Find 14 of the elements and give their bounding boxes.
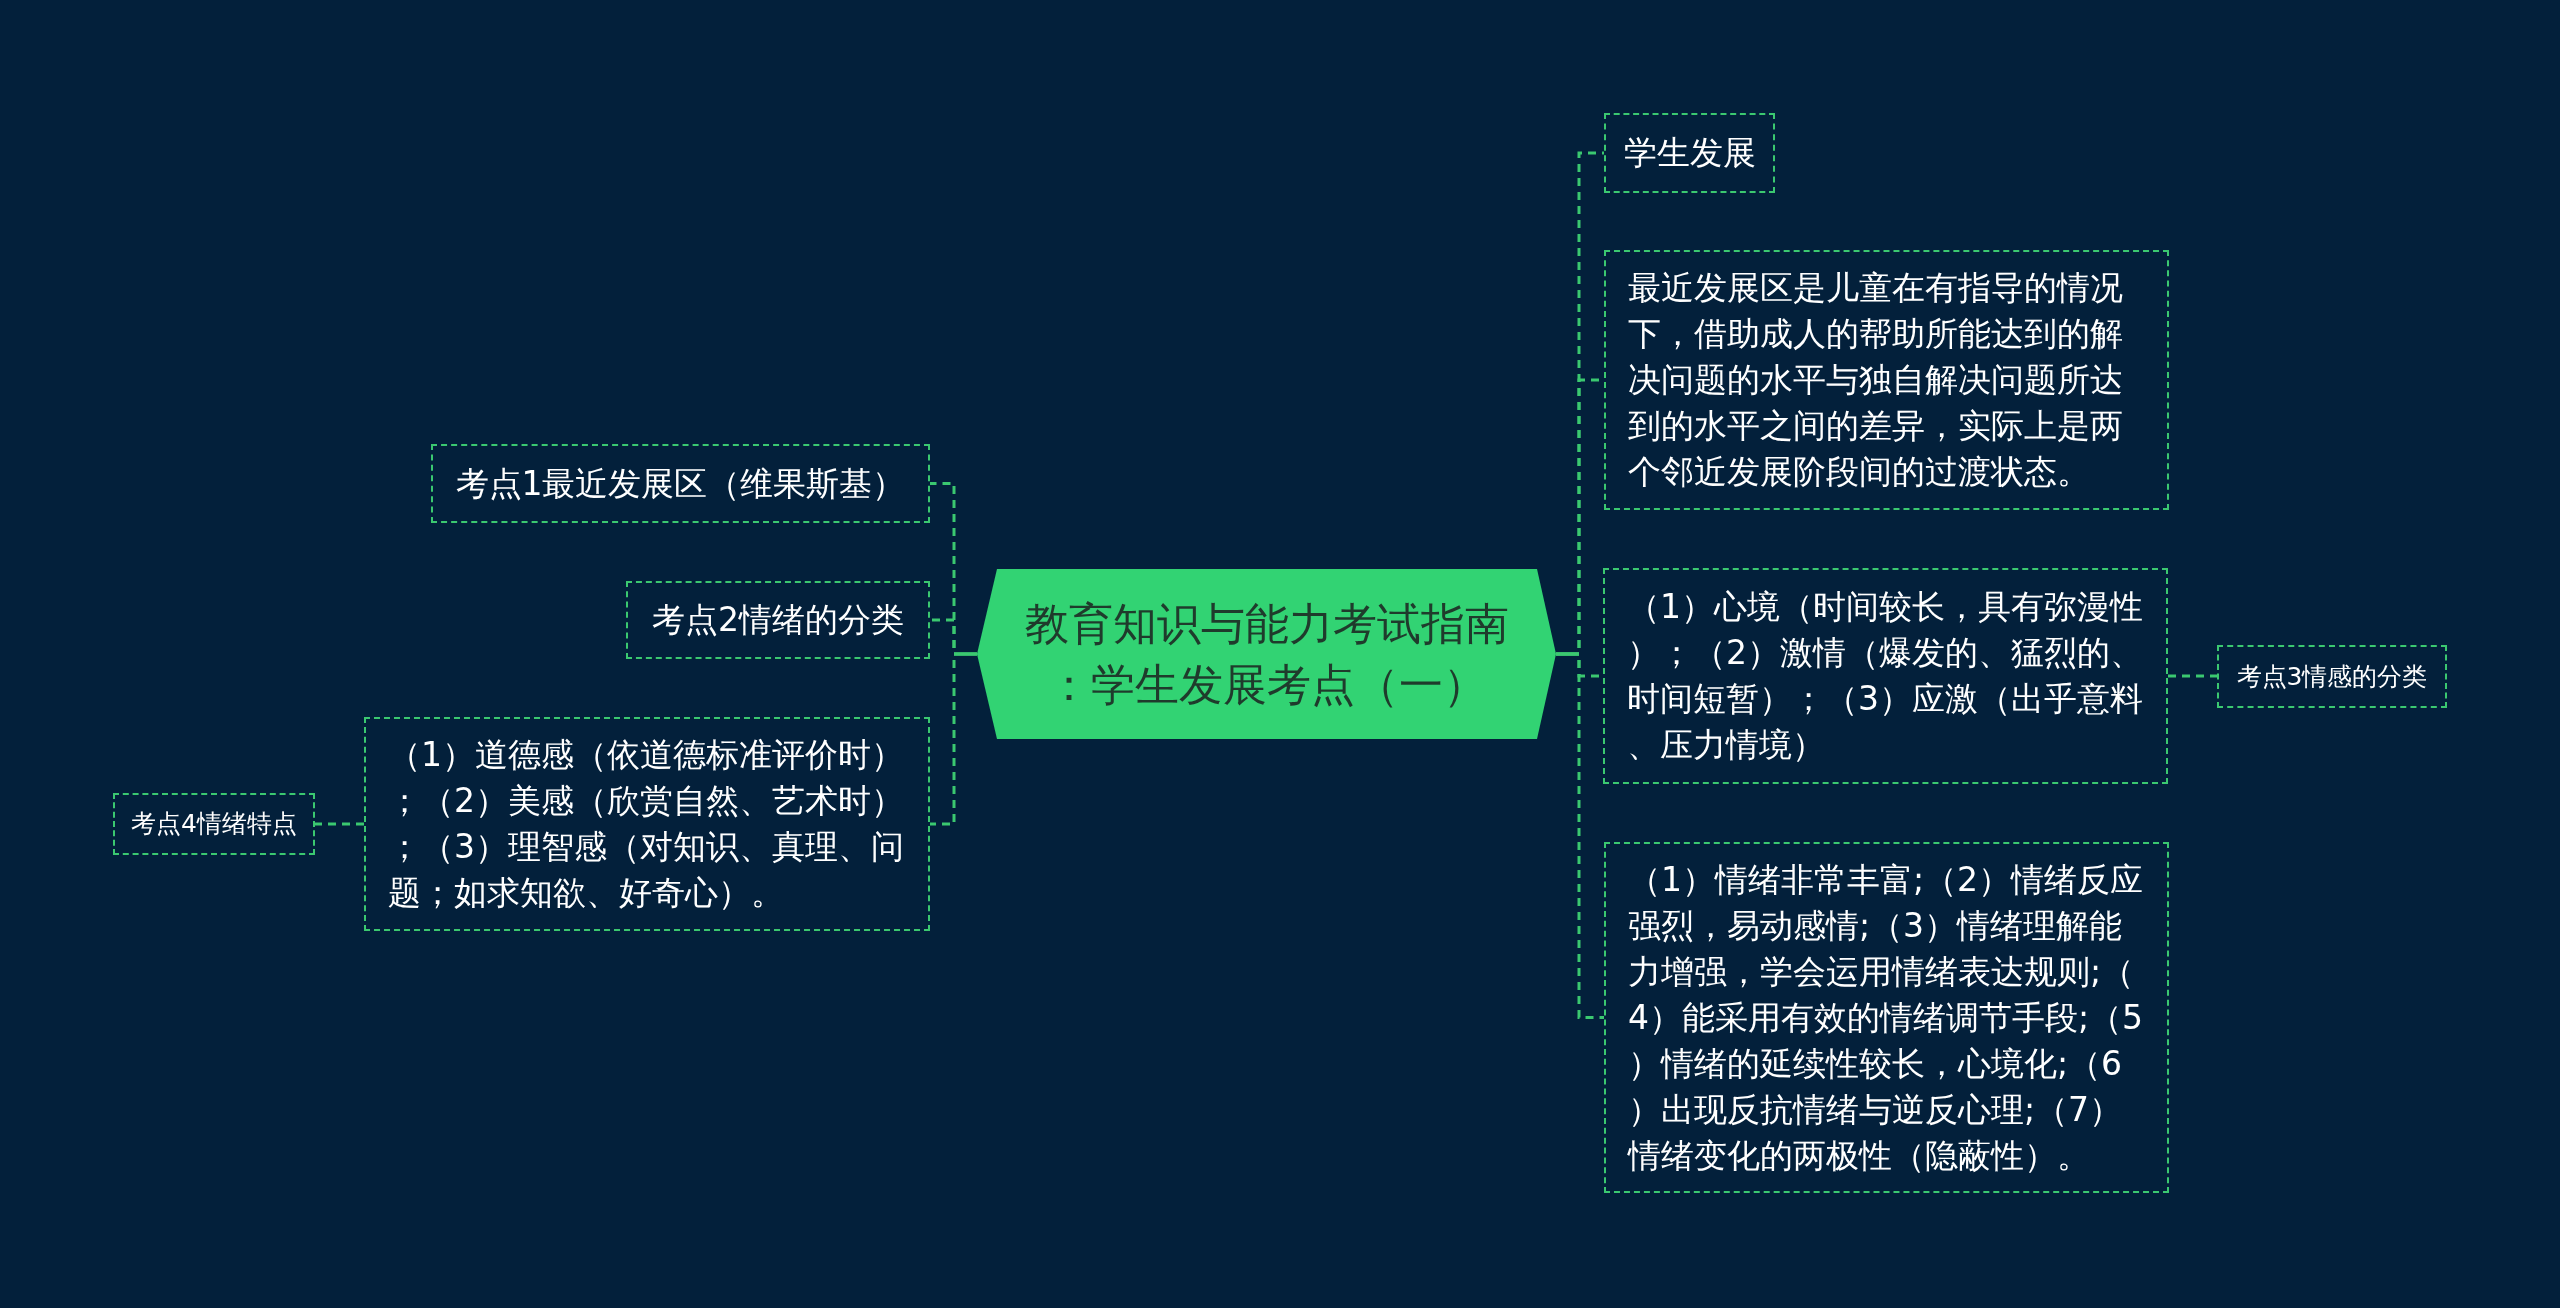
connector-line: [315, 822, 364, 826]
topic-box: （1）道德感（依道德标准评价时）；（2）美感（欣赏自然、艺术时）；（3）理智感（对知识、真理、问题；如求知欲、好奇心）。: [364, 717, 930, 931]
topic-box: 学生发展: [1604, 113, 1775, 193]
topic-box: 考点4情绪特点: [113, 793, 315, 855]
topic-box: 考点2情绪的分类: [626, 581, 930, 659]
connector-line: [2168, 674, 2217, 678]
connector-line: [1556, 652, 1604, 1019]
topic-hexagon: 教育知识与能力考试指南：学生发展考点（一）: [977, 569, 1556, 739]
topic-box: （1）情绪非常丰富;（2）情绪反应强烈，易动感情;（3）情绪理解能力增强，学会运用情绪表达规则;（4）能采用有效的情绪调节手段;（5）情绪的延续性较长，心境化;（6）出现反抗情绪与逆反心理;（7）情绪变化的两极性（隐蔽性）。: [1604, 842, 2169, 1193]
connector-line: [930, 652, 977, 826]
topic-box: 最近发展区是儿童在有指导的情况下，借助成人的帮助所能达到的解决问题的水平与独自解决问题所达到的水平之间的差异，实际上是两个邻近发展阶段间的过渡状态。: [1604, 250, 2169, 510]
topic-box: （1）心境（时间较长，具有弥漫性）；（2）激情（爆发的、猛烈的、时间短暂）；（3）应激（出乎意料、压力情境）: [1603, 568, 2168, 784]
topic-box: 考点1最近发展区（维果斯基）: [431, 444, 930, 523]
topic-box: 考点3情感的分类: [2217, 645, 2447, 708]
